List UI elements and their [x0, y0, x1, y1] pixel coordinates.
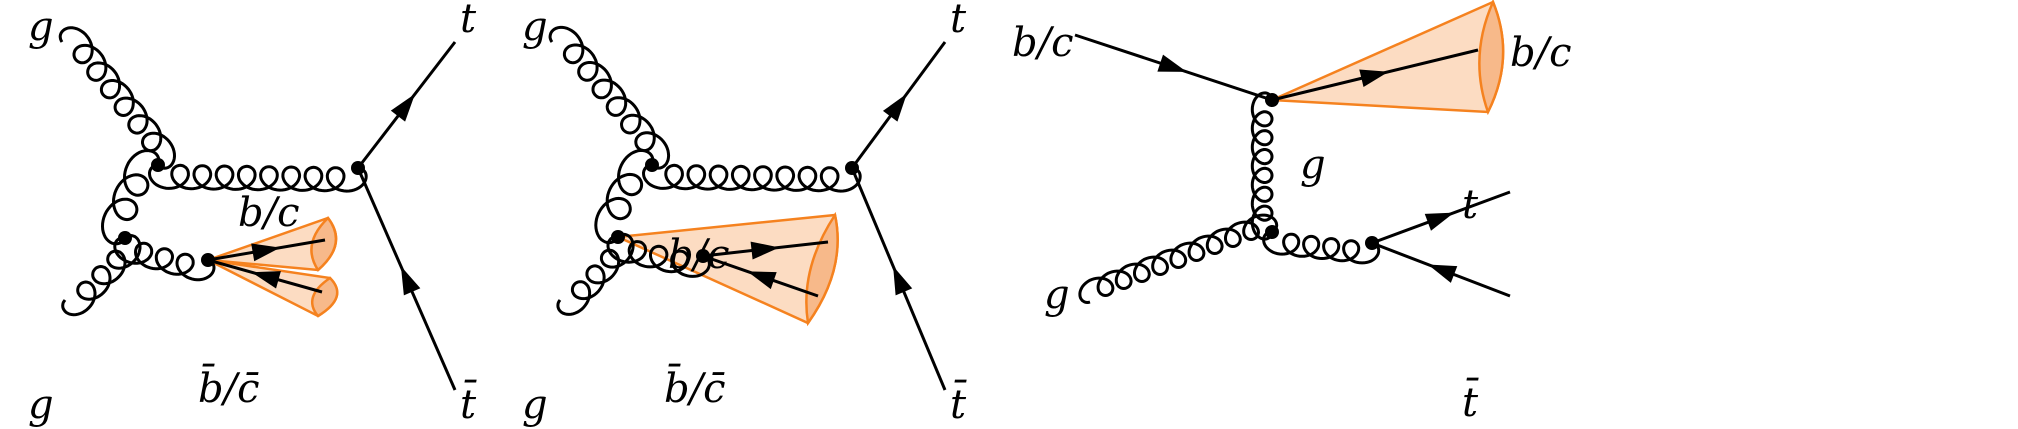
d2-gluon-s-channel [641, 163, 862, 193]
d3-gluon-t-channel [1250, 91, 1274, 241]
d1-vertex-1 [151, 158, 165, 172]
d1-b-line-arrow-icon [251, 243, 281, 262]
d3-top-line-arrow-icon [1424, 212, 1455, 231]
d2-gluon-internal [594, 148, 655, 245]
d2-bbar-line-arrow-icon [747, 271, 777, 290]
d2-antitop-line-arrow-icon [893, 266, 913, 296]
d2-vertex-2 [611, 230, 625, 244]
d2-bcbar-label: b̄/c̄ [664, 363, 725, 412]
d2-vertex-3 [845, 161, 859, 175]
d1-top-line-arrow-icon [390, 93, 416, 122]
d3-vertex-2 [1265, 225, 1279, 239]
d3-gluon-s [1262, 230, 1381, 265]
d3-gluon-in-label: g [1044, 272, 1070, 318]
d3-antitop-line-arrow-icon [1427, 264, 1458, 283]
d1-jet-cone-b-cap [310, 216, 338, 272]
d2-bc-label: b/c [668, 232, 729, 278]
d1-gluon-bottom-label: g [28, 382, 54, 428]
d1-gluon-s-channel [147, 163, 368, 193]
d1-vertex-3 [351, 161, 365, 175]
d1-antitop-label: t̄ [460, 379, 477, 428]
d1-bc-label: b/c [238, 190, 299, 236]
d3-gluon-in [1078, 213, 1279, 305]
d2-vertex-1 [645, 158, 659, 172]
d2-top-line-arrow-icon [882, 93, 907, 122]
d2-gluon-top [548, 25, 671, 170]
d3-top-label: t [1462, 182, 1479, 228]
d1-top-label: t [460, 0, 477, 42]
d3-vertex-1 [1265, 93, 1279, 107]
d1-gluon-top [58, 26, 177, 170]
d1-vertex-2 [118, 231, 132, 245]
d3-bc-in-line-arrow-icon [1157, 54, 1187, 72]
d1-gluon-bottom [61, 233, 142, 317]
d3-gluon-mid-label: g [1300, 142, 1326, 188]
d1-vertex-4 [201, 253, 215, 267]
d3-bc-in-label: b/c [1012, 20, 1073, 66]
d1-gluon-split [113, 236, 216, 282]
d2-gluon-split [606, 235, 711, 278]
d1-gluon-internal [100, 148, 161, 246]
d2-b-line-arrow-icon [750, 241, 780, 260]
d1-gluon-top-label: g [28, 4, 54, 50]
d2-antitop-label: t̄ [950, 379, 967, 428]
d2-top-label: t [950, 0, 967, 42]
d2-vertex-4 [696, 249, 710, 263]
d1-antitop-line-arrow-icon [400, 266, 421, 296]
d1-jet-cone-bbar-cap [310, 276, 339, 318]
d1-bcbar-label: b̄/c̄ [198, 363, 259, 412]
d3-vertex-3 [1365, 236, 1379, 250]
d3-bc-out-line-arrow-icon [1359, 69, 1389, 88]
d1-bbar-line-arrow-icon [251, 271, 281, 289]
d3-antitop-label: t̄ [1462, 377, 1479, 426]
d3-bc-out-label: b/c [1510, 30, 1571, 76]
d2-gluon-top-label: g [522, 4, 548, 50]
d3-jet-cone-cap [1478, 0, 1505, 116]
d2-gluon-bottom [556, 232, 635, 316]
d2-gluon-bottom-label: g [522, 382, 548, 428]
d3-jet-cone [1271, 0, 1505, 114]
